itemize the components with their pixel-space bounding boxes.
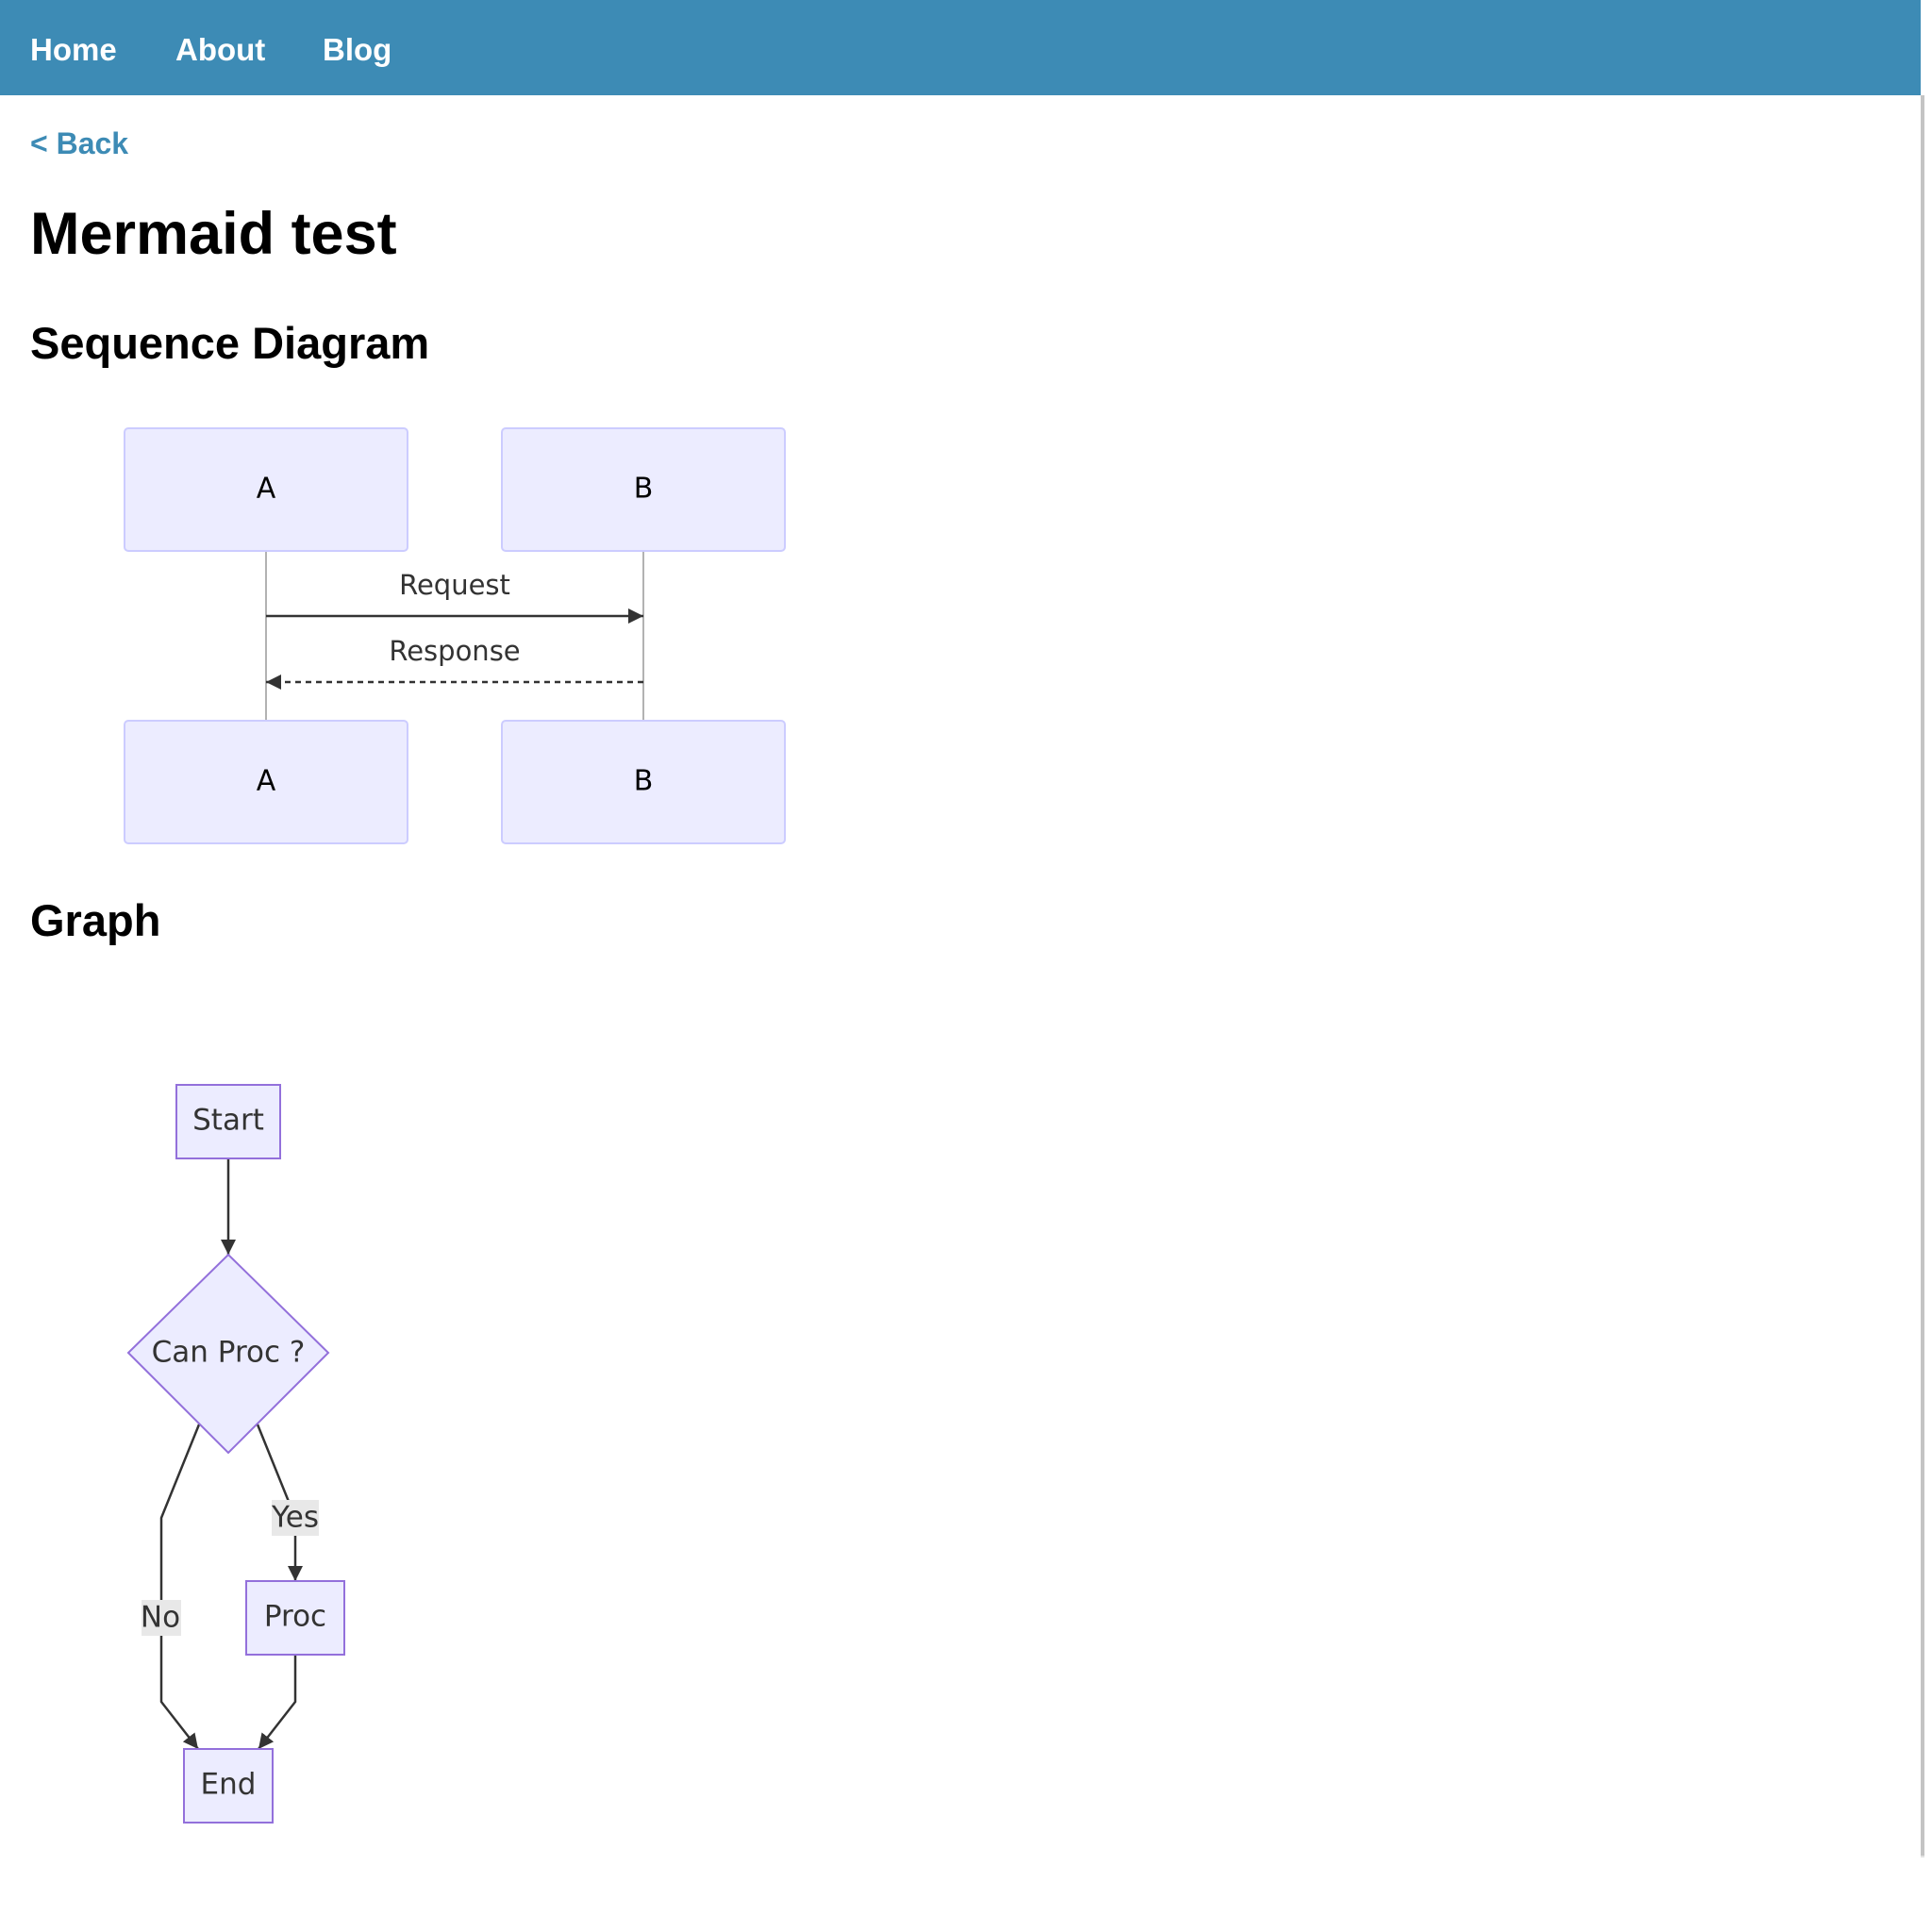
top-nav: Home About Blog [0, 0, 1921, 95]
nav-about-link[interactable]: About [175, 32, 266, 67]
edge-no-label: No [141, 1601, 180, 1635]
edge-proc-end [258, 1655, 297, 1750]
node-start [175, 1084, 281, 1159]
actor-b-bottom [501, 720, 786, 844]
node-proc [245, 1580, 345, 1656]
graph-heading: Graph [30, 895, 161, 945]
message-request-label: Request [399, 569, 510, 601]
actor-a-bottom [124, 720, 408, 844]
message-response-label: Response [389, 635, 520, 667]
edge-yes-label-bg [272, 1500, 319, 1536]
page-title: Mermaid test [30, 201, 397, 267]
scrollbar-thumb[interactable] [1921, 95, 1924, 1856]
actor-b-top-label: B [634, 473, 654, 506]
node-end-label: End [201, 1768, 257, 1802]
node-proc-label: Proc [264, 1600, 326, 1634]
flowchart: Start Can Proc ? Yes No Proc End [126, 1084, 345, 1824]
back-link[interactable]: < Back [30, 126, 129, 160]
nav-home-link[interactable]: Home [30, 32, 117, 67]
node-end [183, 1748, 274, 1824]
nav-blog-link[interactable]: Blog [323, 32, 392, 67]
sequence-diagram: A B Request Response A B [124, 427, 786, 844]
actor-b-top [501, 427, 786, 552]
actor-a-top [124, 427, 408, 552]
node-start-label: Start [192, 1104, 264, 1138]
node-decision-label: Can Proc ? [152, 1336, 306, 1370]
edge-decision-end [159, 1424, 201, 1750]
edge-no-label-bg [142, 1600, 181, 1636]
sequence-diagram-heading: Sequence Diagram [30, 318, 430, 368]
actor-b-bottom-label: B [634, 765, 654, 798]
actor-a-top-label: A [257, 473, 276, 506]
node-decision [126, 1253, 330, 1455]
actor-a-bottom-label: A [257, 765, 276, 798]
edge-yes-label: Yes [271, 1501, 319, 1535]
